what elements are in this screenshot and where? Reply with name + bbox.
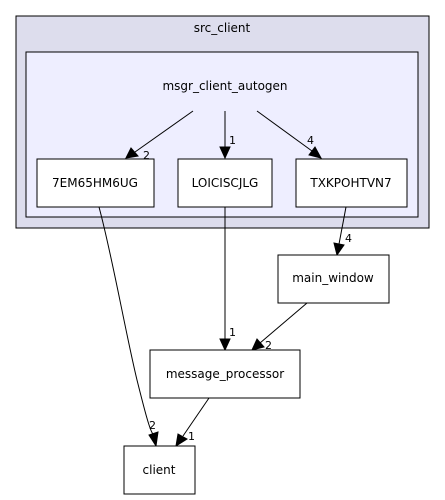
edge-7em65-to-client: 2 [98,206,159,448]
edge-line [134,110,194,153]
arrowhead-icon [175,433,188,448]
node-txkpohtvn7-label: TXKPOHTVN7 [309,176,391,190]
node-main-window-box[interactable] [277,254,390,304]
arrowhead-icon [333,242,345,257]
node-loiciscjlg[interactable]: LOICISCJLG [177,158,273,208]
edge-message-processor-to-client: 1 [175,397,210,448]
edge-line [98,206,154,435]
edge-weight-label: 4 [307,134,314,147]
edge-autogen-to-loici: 1 [219,111,236,160]
arrowhead-icon [219,146,231,160]
node-main-window[interactable]: main_window [277,254,390,304]
node-7em65hm6ug-box[interactable] [36,158,155,208]
node-txkpohtvn7[interactable]: TXKPOHTVN7 [295,158,408,208]
node-main-window-label: main_window [292,271,374,285]
cluster-msgr-client-autogen-label: msgr_client_autogen [162,79,287,93]
cluster-src-client-label: src_client [194,21,251,35]
edge-line [182,397,210,437]
arrowhead-icon [219,338,231,352]
edge-txkp-to-main-window: 4 [333,206,352,257]
node-message-processor-box[interactable] [149,349,301,399]
edge-weight-label: 4 [345,232,352,245]
node-7em65hm6ug[interactable]: 7EM65HM6UG [36,158,155,208]
edge-line [338,206,347,245]
arrowhead-icon [308,146,322,159]
arrowhead-icon [251,338,265,351]
node-message-processor[interactable]: message_processor [149,349,301,399]
node-7em65hm6ug-label: 7EM65HM6UG [52,176,138,190]
node-client[interactable]: client [123,445,196,495]
edge-autogen-to-7em65: 2 [125,110,194,162]
edge-main-window-to-message-processor: 2 [251,302,308,352]
node-client-label: client [143,463,176,477]
edge-loici-to-message-processor: 1 [219,207,236,352]
edge-line [259,302,308,344]
edge-weight-label: 1 [229,134,236,147]
edge-line [256,110,313,152]
node-loiciscjlg-label: LOICISCJLG [192,176,259,190]
arrowhead-icon [148,431,159,448]
node-loiciscjlg-box[interactable] [177,158,273,208]
node-txkpohtvn7-box[interactable] [295,158,408,208]
edge-weight-label: 1 [229,326,236,339]
edge-autogen-to-txkp: 4 [256,110,322,159]
edge-weight-label: 1 [188,430,195,443]
arrowhead-icon [125,147,139,159]
edge-weight-label: 2 [265,339,272,352]
edge-weight-label: 2 [149,419,156,432]
node-client-box[interactable] [123,445,196,495]
node-message-processor-label: message_processor [166,367,284,381]
edge-weight-label: 2 [143,149,150,162]
